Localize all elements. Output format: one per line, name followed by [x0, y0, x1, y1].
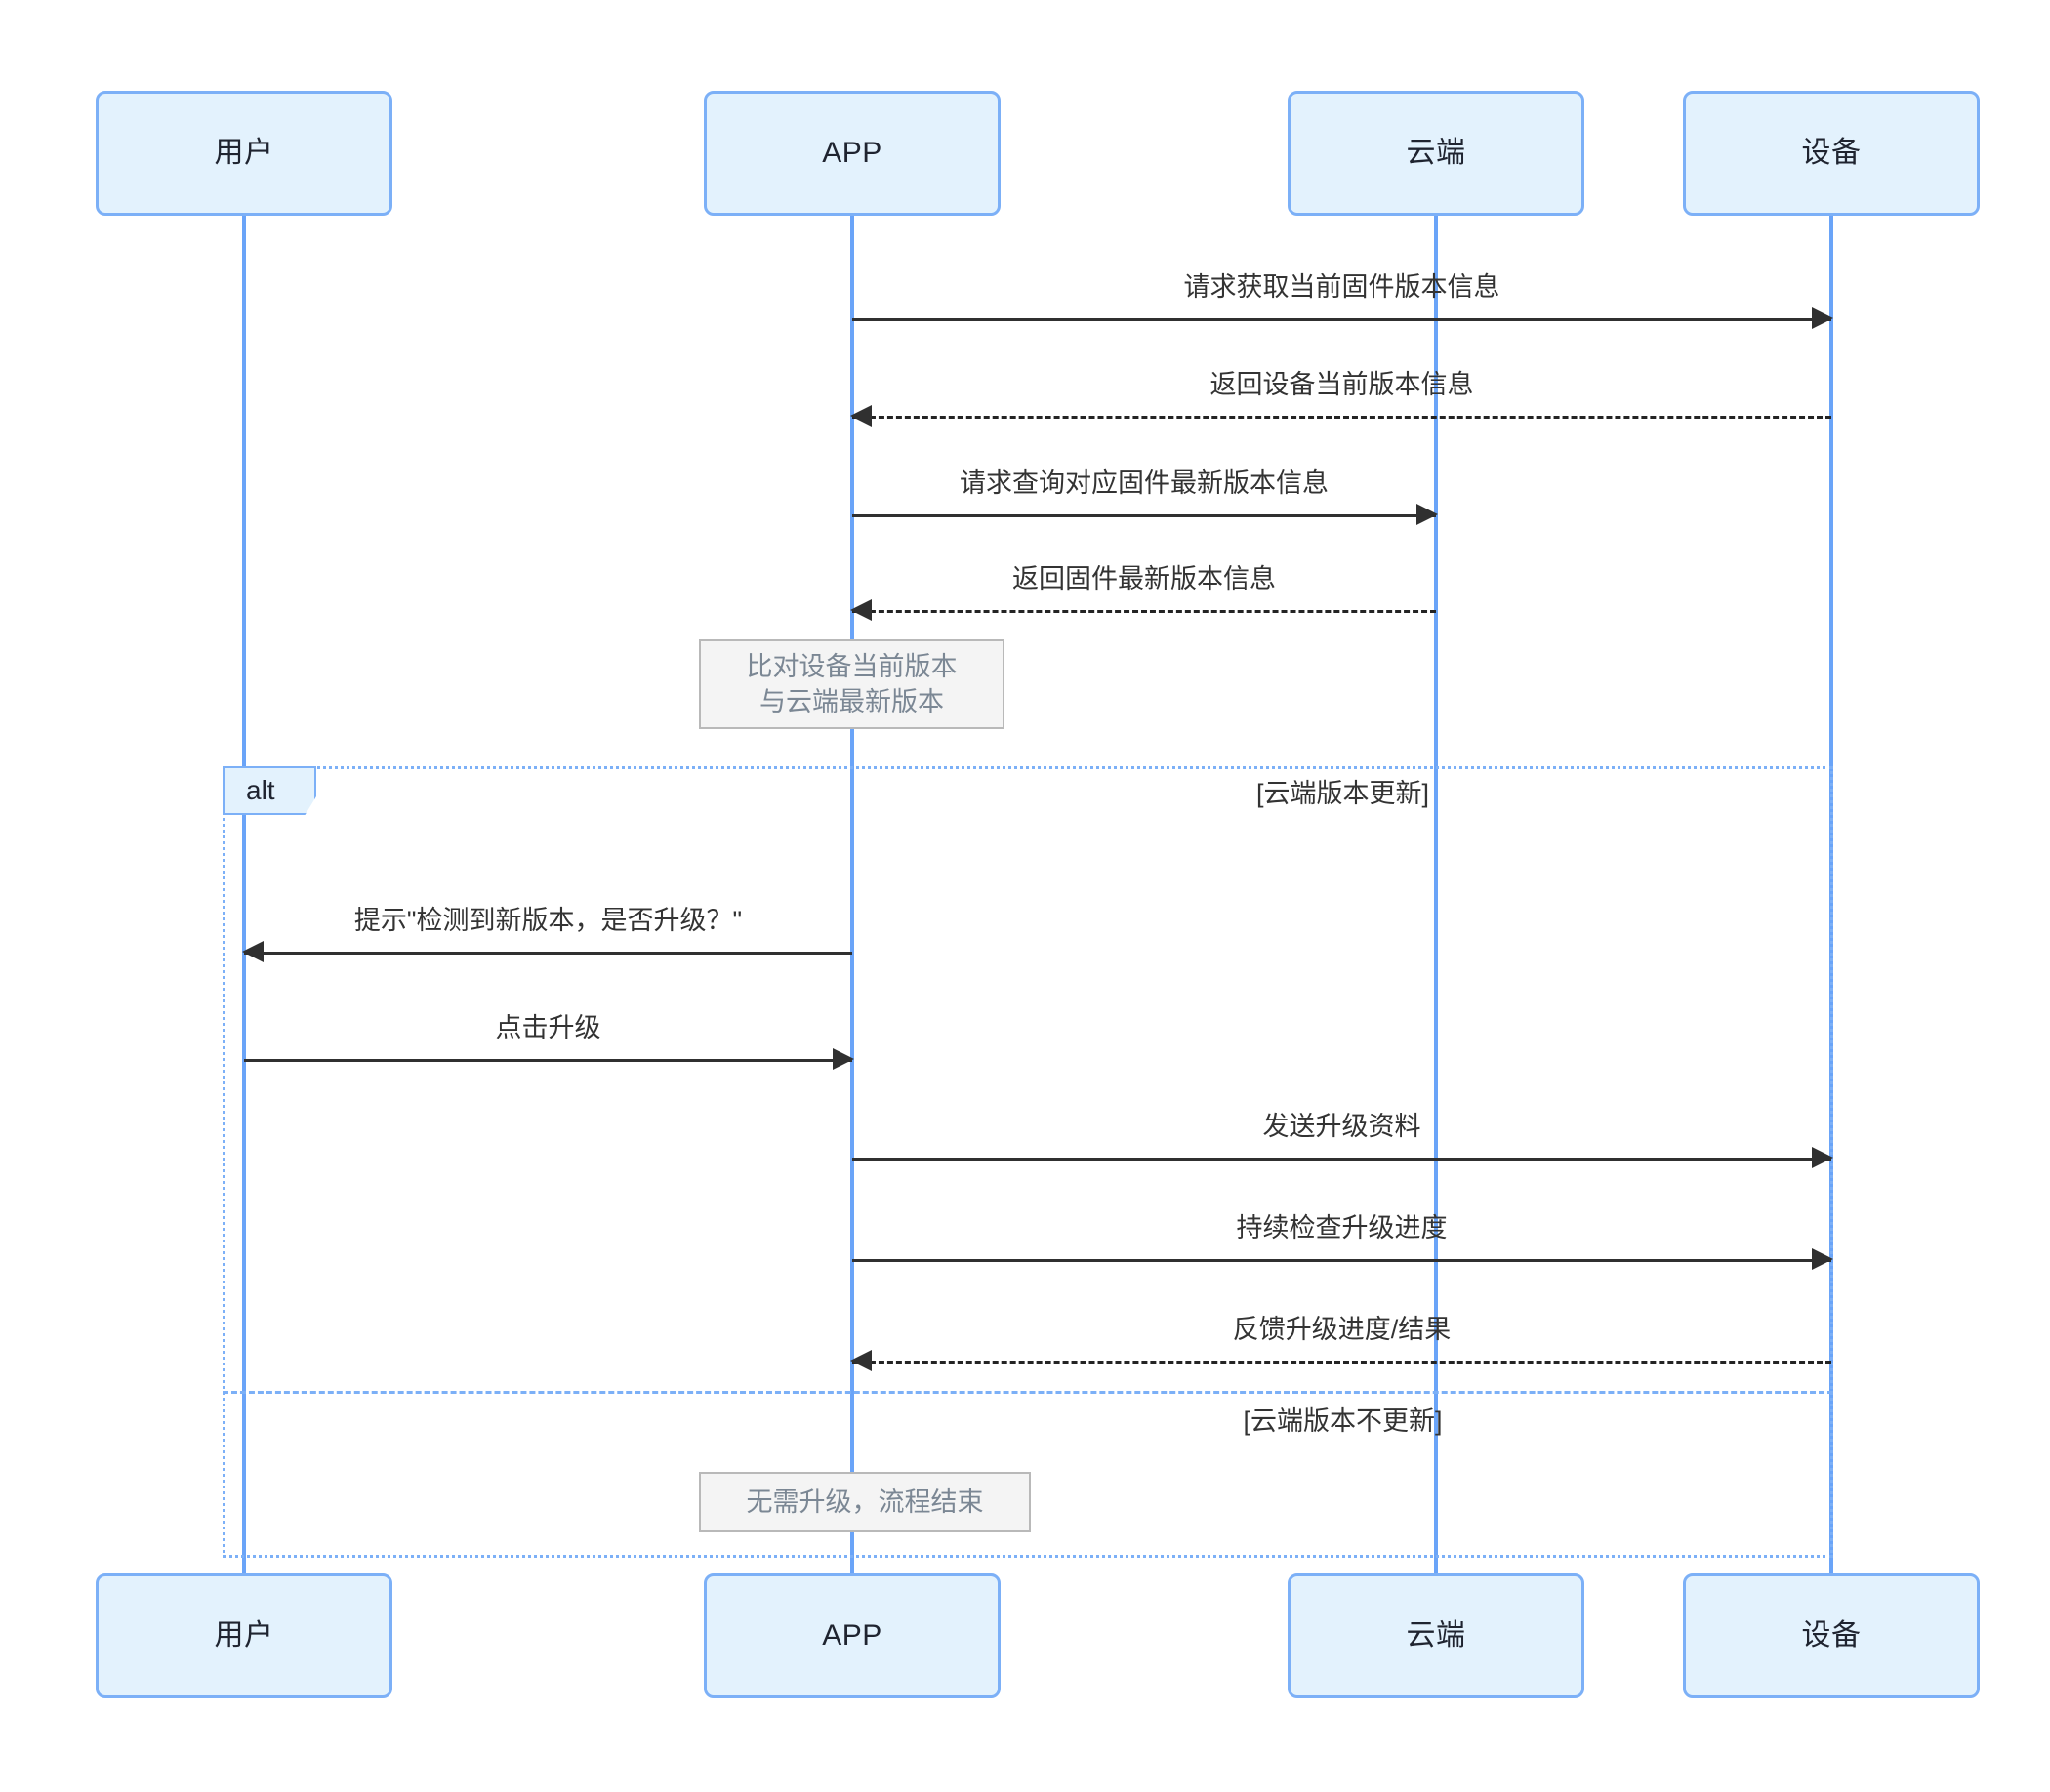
message-line [852, 416, 1831, 419]
message-label: 请求获取当前固件版本信息 [1183, 271, 1500, 302]
arrowhead-icon [850, 599, 872, 621]
note-no-upgrade: 无需升级，流程结束 [699, 1472, 1031, 1532]
lifeline-cloud [1434, 164, 1438, 1573]
arrowhead-icon [1416, 504, 1438, 525]
participant-label: 用户 [214, 1619, 274, 1651]
lifeline-user [242, 164, 246, 1573]
arrowhead-icon [850, 1350, 872, 1371]
participant-label: 云端 [1406, 1619, 1466, 1651]
participant-label: APP [822, 137, 882, 169]
message-label: 请求查询对应固件最新版本信息 [960, 468, 1329, 498]
note-line: 与云端最新版本 [759, 687, 944, 716]
message-line [244, 1059, 852, 1062]
message-label: 发送升级资料 [1262, 1111, 1421, 1141]
note-line: 无需升级，流程结束 [746, 1487, 984, 1517]
message-line [852, 610, 1436, 613]
message-line [852, 1158, 1831, 1161]
message-line [852, 514, 1436, 517]
condition-label: [云端版本不更新] [1243, 1406, 1443, 1436]
message-label: 返回设备当前版本信息 [1210, 369, 1474, 399]
arrowhead-icon [1812, 307, 1833, 329]
lifeline-app [850, 164, 854, 1573]
participant-label: APP [822, 1619, 882, 1651]
participant-label: 用户 [214, 137, 274, 169]
participant-label: 云端 [1406, 137, 1466, 169]
message-label: 点击升级 [495, 1012, 601, 1042]
alt-branch-2-condition: [云端版本不更新] [852, 1408, 1833, 1435]
arrowhead-icon [1812, 1248, 1833, 1270]
message-label: 反馈升级进度/结果 [1232, 1314, 1452, 1344]
participant-app-bottom[interactable]: APP [704, 1573, 1001, 1698]
participant-cloud-bottom[interactable]: 云端 [1288, 1573, 1584, 1698]
arrowhead-icon [850, 405, 872, 427]
participant-label: 设备 [1801, 137, 1862, 169]
alt-fragment [223, 766, 1833, 1558]
message-label: 持续检查升级进度 [1236, 1212, 1448, 1242]
message-line [852, 318, 1831, 321]
message-line [852, 1259, 1831, 1262]
message-line [244, 952, 852, 955]
participant-device-top[interactable]: 设备 [1683, 91, 1980, 216]
alt-fragment-tag: alt [223, 766, 316, 815]
participant-user-bottom[interactable]: 用户 [96, 1573, 392, 1698]
arrowhead-icon [242, 941, 264, 962]
message-label: 返回固件最新版本信息 [1012, 563, 1276, 593]
arrowhead-icon [1812, 1147, 1833, 1168]
message-line [852, 1361, 1831, 1364]
participant-label: 设备 [1801, 1619, 1862, 1651]
participant-cloud-top[interactable]: 云端 [1288, 91, 1584, 216]
arrowhead-icon [833, 1048, 854, 1070]
alt-branch-divider [223, 1391, 1833, 1394]
note-line: 比对设备当前版本 [746, 651, 958, 681]
message-label: 提示"检测到新版本，是否升级？" [353, 905, 743, 935]
participant-device-bottom[interactable]: 设备 [1683, 1573, 1980, 1698]
participant-user-top[interactable]: 用户 [96, 91, 392, 216]
alt-tag-label: alt [246, 775, 275, 805]
alt-branch-1-condition: [云端版本更新] [852, 781, 1833, 807]
note-compare-versions: 比对设备当前版本 与云端最新版本 [699, 639, 1004, 729]
participant-app-top[interactable]: APP [704, 91, 1001, 216]
condition-label: [云端版本更新] [1255, 779, 1429, 808]
